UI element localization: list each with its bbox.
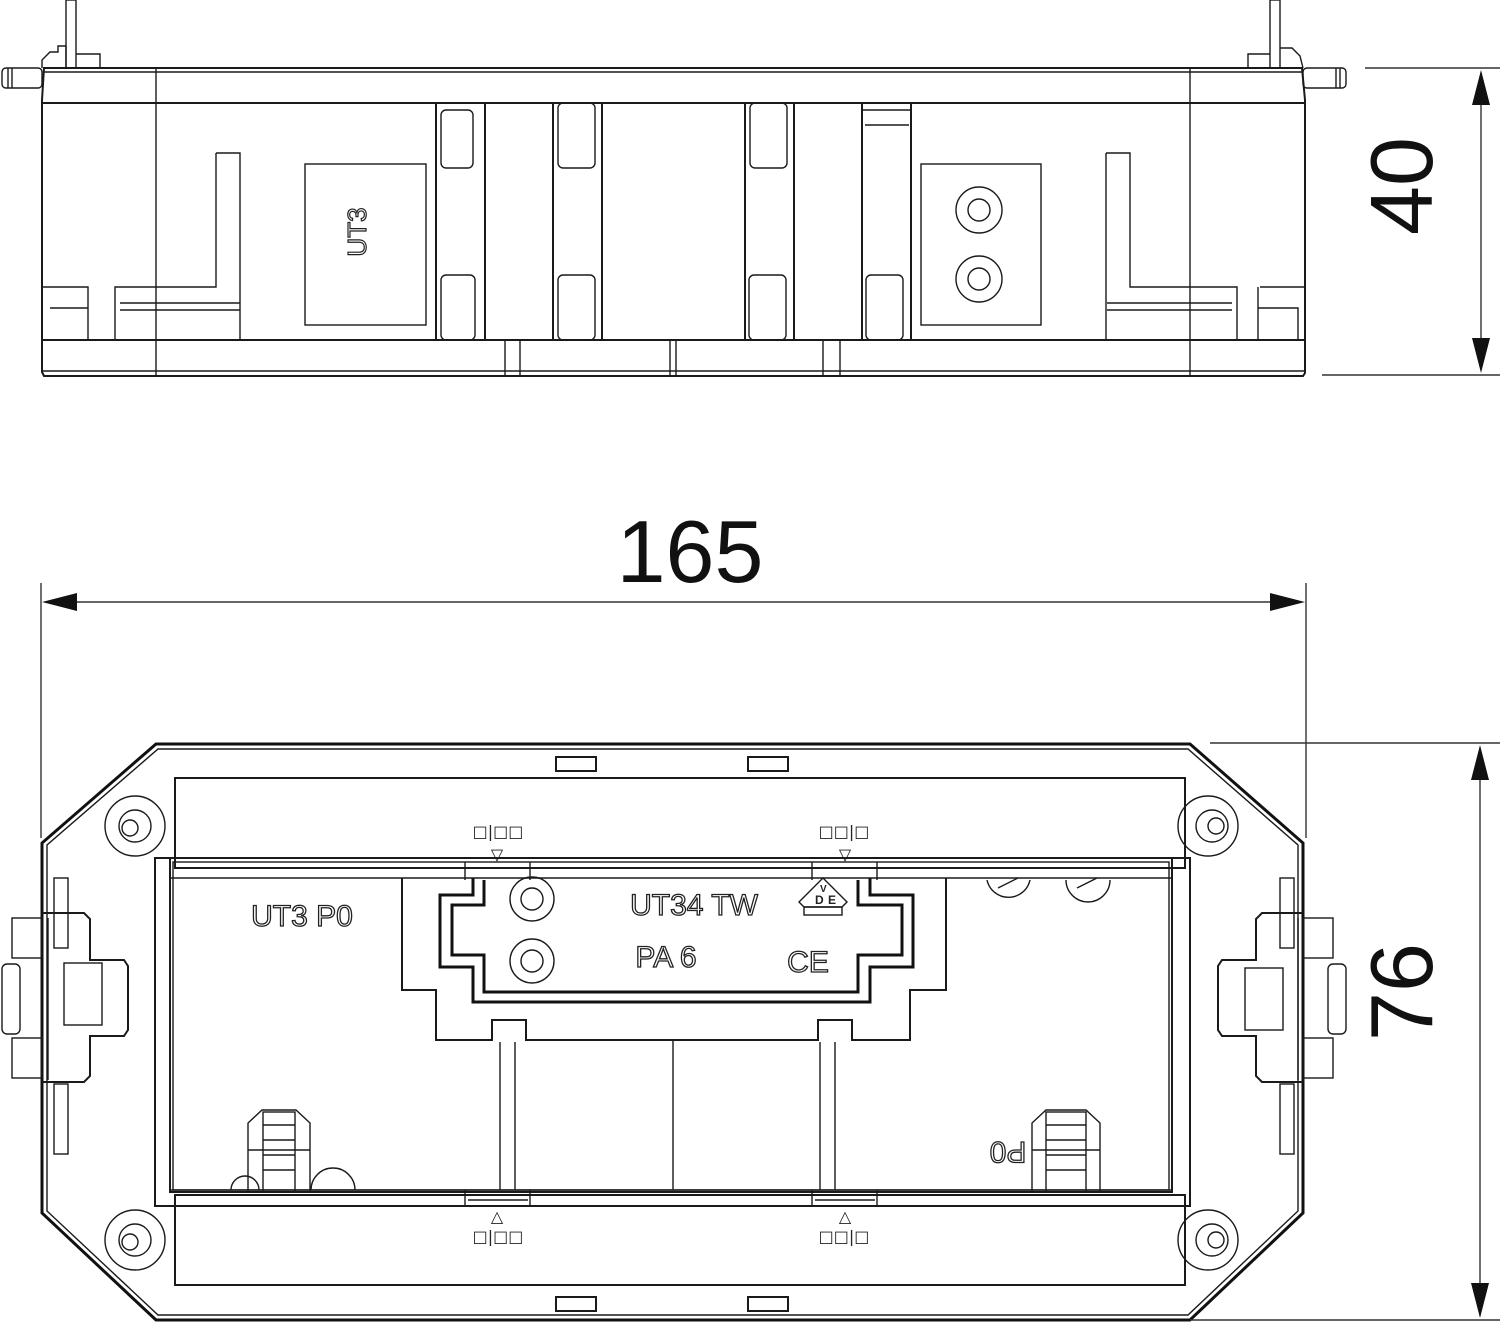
depth-dimension: 76	[1190, 742, 1500, 1321]
connector-hole-2	[955, 255, 1003, 303]
arrow-up-icon: △	[839, 1207, 852, 1226]
right-l-bracket	[1105, 152, 1238, 340]
plate-hole-1	[509, 876, 555, 922]
ce-mark-icon: CE	[787, 946, 829, 979]
center-label-plate-outer	[438, 878, 915, 1004]
svg-text:D: D	[815, 893, 824, 907]
left-pin-base	[41, 45, 101, 68]
position-marker-top-right: □□|□	[819, 822, 870, 841]
outer-frame	[40, 742, 1305, 1322]
connector-hole-1	[955, 186, 1003, 234]
svg-text:E: E	[828, 893, 836, 907]
terminal-gears	[986, 877, 1111, 903]
center-label-plate-inner	[450, 880, 904, 994]
connector-box	[920, 163, 1042, 326]
plate-hole-2	[509, 938, 555, 984]
right-latch	[1217, 877, 1347, 1155]
lower-dividers	[499, 1040, 836, 1190]
bottom-slot-2	[747, 1296, 789, 1312]
pa6-label: PA 6	[635, 941, 696, 974]
screw-top-left	[104, 795, 166, 857]
top-view: UT34 TW PA 6 UT3 P0 P0 D V E CE □|□□ ▽ □…	[1, 742, 1500, 1322]
ut3-side-label: UT3	[342, 207, 372, 256]
side-clips	[435, 102, 912, 341]
side-view: UT3 40	[1, 0, 1500, 377]
position-marker-bottom-right: □□|□	[819, 1227, 870, 1246]
width-dimension: 165	[40, 502, 1307, 838]
arrow-up-icon: △	[491, 1207, 504, 1226]
lower-rail	[174, 1194, 1186, 1286]
left-latch	[1, 877, 129, 1155]
screw-top-right	[1177, 795, 1239, 857]
height-dimension: 40	[1322, 67, 1500, 376]
position-marker-top-left: □|□□	[473, 822, 524, 841]
ut3-label-box	[304, 163, 427, 326]
vde-mark-icon: D V E	[798, 877, 848, 916]
height-dimension-label: 40	[1352, 137, 1451, 235]
svg-text:V: V	[820, 884, 827, 895]
side-body-outline	[41, 67, 1306, 377]
top-slot-2	[747, 756, 789, 772]
arrow-down-icon: ▽	[839, 845, 852, 864]
top-slot-1	[555, 756, 597, 772]
width-dimension-label: 165	[617, 502, 764, 601]
cable-clamp-right	[1031, 1109, 1101, 1193]
bottom-slot-1	[555, 1296, 597, 1312]
screw-bottom-right	[1177, 1209, 1239, 1271]
ut34-tw-label: UT34 TW	[630, 889, 758, 922]
left-l-bracket	[114, 152, 241, 340]
right-pin-base	[1247, 47, 1304, 69]
right-pin	[1269, 0, 1281, 69]
depth-dimension-label: 76	[1352, 943, 1451, 1041]
screw-bottom-left	[104, 1209, 166, 1271]
ut3-p0-label: UT3 P0	[251, 900, 353, 933]
center-carrier-outline	[401, 878, 947, 1041]
p0-mirrored-label: P0	[990, 1135, 1027, 1168]
arrow-down-icon: ▽	[491, 845, 504, 864]
left-stud	[1, 67, 43, 89]
upper-rail	[174, 777, 1186, 869]
left-pin	[65, 0, 77, 69]
position-marker-bottom-left: □|□□	[473, 1227, 524, 1246]
cable-clamp-left	[230, 1109, 356, 1193]
